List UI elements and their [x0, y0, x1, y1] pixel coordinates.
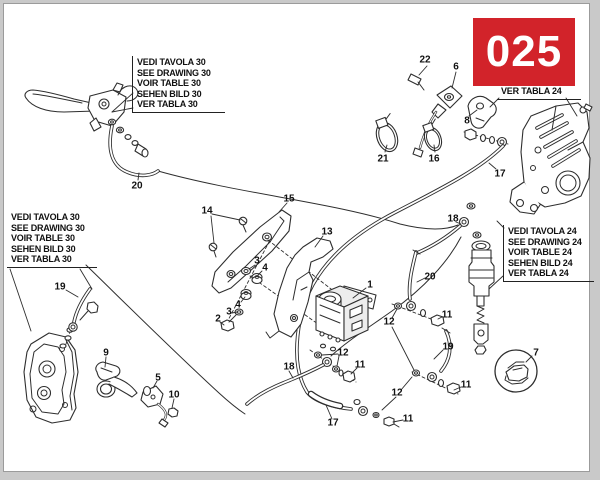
- part-callout-1: 1: [367, 279, 373, 291]
- part-callout-20: 20: [131, 180, 143, 192]
- note-line: VER TABLA 24: [508, 268, 569, 278]
- part-callout-17: 17: [327, 417, 339, 429]
- note-line: VER TABLA 30: [11, 254, 72, 264]
- part-callout-16: 16: [428, 153, 440, 165]
- note-line: VOIR TABLE 30: [137, 78, 201, 88]
- hose-routing-lines: [85, 170, 462, 415]
- part-callout-3: 3: [254, 255, 260, 267]
- note-line: VEDI TAVOLA 30: [11, 212, 80, 222]
- part-callout-22: 22: [419, 54, 431, 66]
- mounting-bracket-drawing: [249, 237, 341, 339]
- part-callout-8: 8: [464, 115, 470, 127]
- part-callout-14: 14: [201, 205, 213, 217]
- note-table24-partial: VER TABLA 24: [497, 85, 581, 100]
- part-callout-10: 10: [168, 389, 180, 401]
- guard-plate-drawing: [208, 209, 292, 294]
- part-callout-18: 18: [283, 361, 295, 373]
- part-callout-6: 6: [453, 61, 459, 73]
- part-callout-20: 20: [424, 271, 436, 283]
- note-line: SEE DRAWING 24: [508, 236, 582, 247]
- note-line: SEHEN BILD 24: [508, 257, 573, 268]
- front-speed-sensor-drawing: [407, 73, 497, 158]
- part-callout-19: 19: [54, 281, 66, 293]
- note-line: SEHEN BILD 30: [137, 88, 202, 99]
- rear-line-19-drawing: [411, 327, 461, 395]
- note-line: SEE DRAWING 30: [137, 67, 211, 78]
- clip-detail-circle: [494, 349, 538, 393]
- note-line: VEDI TAVOLA 30: [137, 57, 206, 67]
- note-line: SEE DRAWING 30: [11, 222, 85, 233]
- note-line: VOIR TABLE 24: [508, 247, 572, 257]
- rear-master-cylinder-drawing: [415, 202, 495, 355]
- part-callout-12: 12: [391, 387, 403, 399]
- part-callout-5: 5: [155, 372, 161, 384]
- guide-bracket-drawing: [95, 361, 138, 398]
- note-line: VOIR TABLE 30: [11, 233, 75, 243]
- part-callout-4: 4: [262, 262, 268, 274]
- rear-caliper-drawing: [509, 102, 593, 215]
- rear-banjo-bolt-drawing: [463, 128, 509, 148]
- part-callout-3: 3: [226, 306, 232, 318]
- note-line: VER TABLA 24: [501, 86, 562, 96]
- abs-left-fittings-drawing: [245, 349, 357, 406]
- abs-speed-sensor-drawing: [140, 385, 179, 428]
- hose-clamps-drawing: [375, 113, 443, 153]
- page-code: 025: [485, 27, 563, 76]
- part-callout-15: 15: [283, 193, 295, 205]
- part-callout-11: 11: [441, 309, 453, 321]
- callout-leader-lines: [65, 65, 533, 423]
- note-line: SEHEN BILD 30: [11, 243, 76, 254]
- part-callout-11: 11: [402, 413, 414, 425]
- part-callout-11: 11: [460, 379, 472, 391]
- note-line: VER TABLA 30: [137, 99, 198, 109]
- note-line: VEDI TAVOLA 24: [508, 226, 577, 236]
- abs-modulator-drawing: [315, 285, 377, 352]
- front-caliper-drawing: [23, 287, 99, 424]
- part-callout-21: 21: [377, 153, 389, 165]
- part-callout-12: 12: [337, 347, 349, 359]
- part-callout-9: 9: [103, 347, 109, 359]
- part-callout-4: 4: [235, 299, 241, 311]
- part-callout-19: 19: [442, 341, 454, 353]
- front-brake-hose-drawing: [108, 124, 160, 178]
- page-code-box: 025: [473, 18, 575, 86]
- part-callout-2: 2: [215, 313, 221, 325]
- part-callout-18: 18: [447, 213, 459, 225]
- hose17-end-fittings-drawing: [353, 398, 400, 428]
- part-callout-11: 11: [354, 359, 366, 371]
- part-callout-7: 7: [533, 347, 539, 359]
- note-pointer-lines: [9, 92, 578, 332]
- front-brake-lever-drawing: [24, 82, 149, 158]
- abs-right-fittings-drawing: [391, 249, 445, 327]
- part-callout-17: 17: [494, 168, 506, 180]
- part-callout-12: 12: [383, 316, 395, 328]
- grommet-fasteners-drawing: [220, 239, 271, 332]
- part-callout-13: 13: [321, 226, 333, 238]
